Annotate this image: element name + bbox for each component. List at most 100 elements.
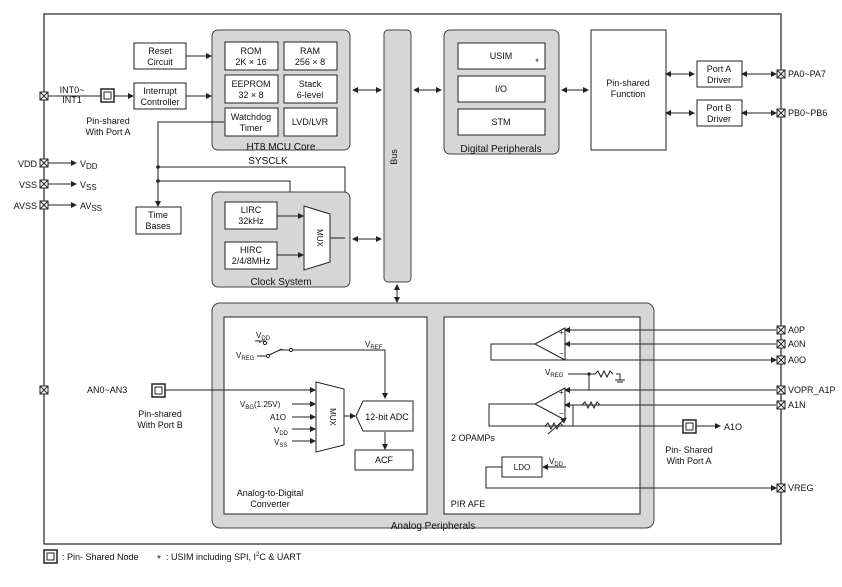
reset-label-1: Reset <box>148 46 172 56</box>
legend-usim-text: : USIM including SPI, I2C & UART <box>166 552 302 562</box>
vopr-a1p-pin-label: VOPR_A1P <box>788 385 836 395</box>
lvd-label: LVD/LVR <box>292 117 329 127</box>
svg-text:−: − <box>559 409 564 418</box>
vss-internal-label: VSS <box>80 180 97 192</box>
avss-internal-label: AVSS <box>80 201 102 213</box>
lirc-label: LIRC <box>241 205 262 215</box>
rom-label: ROM <box>241 46 262 56</box>
clock-mux-label: MUX <box>315 229 324 247</box>
adc-vdd-ref-label: VDD <box>256 331 271 342</box>
a1o-pin-note-2: With Port A <box>666 456 711 466</box>
port-b-label-1: Port B <box>706 103 731 113</box>
int-pin-shared-note-2: With Port A <box>85 127 130 137</box>
svg-text:−: − <box>559 349 564 358</box>
pin-shared-function-block <box>590 29 667 151</box>
chip-outline <box>43 13 782 545</box>
eeprom-label: EEPROM <box>231 79 270 89</box>
stack-label: Stack <box>299 79 322 89</box>
ldo-vdd-label: VDD <box>549 457 564 468</box>
int-pins-label-2: INT1 <box>62 95 82 105</box>
pb-pins-label: PB0~PB6 <box>788 108 827 118</box>
acf-label: ACF <box>375 455 394 465</box>
int-pin-shared-note-1: Pin-shared <box>86 116 130 126</box>
reset-circuit-block <box>133 42 187 70</box>
adc-12bit-block <box>355 400 414 432</box>
lirc-block <box>224 201 278 230</box>
interrupt-label-1: Interrupt <box>143 86 177 96</box>
ram-size: 256 × 8 <box>295 57 325 67</box>
usim-block <box>457 42 546 70</box>
reset-label-2: Circuit <box>147 57 173 67</box>
time-bases-label-2: Bases <box>145 221 171 231</box>
legend-star: * <box>157 554 161 565</box>
svg-text:+: + <box>559 388 564 397</box>
avss-pin-label: AVSS <box>14 201 37 211</box>
a0p-pin-label: A0P <box>788 325 805 335</box>
ldo-label: LDO <box>514 463 530 472</box>
mcu-core-title: HT8 MCU Core <box>247 142 316 153</box>
opamps-label: 2 OPAMPs <box>451 433 495 443</box>
port-a-driver-block <box>696 60 743 88</box>
psf-label-2: Function <box>611 89 646 99</box>
adc-a1o-label: A1O <box>270 413 286 422</box>
bus <box>383 29 412 283</box>
a0n-pin-label: A0N <box>788 339 806 349</box>
vreg-pin-label: VREG <box>788 483 814 493</box>
eeprom-block <box>224 74 279 104</box>
interrupt-label-2: Controller <box>140 97 179 107</box>
stack-block <box>283 74 338 104</box>
pa-pins-label: PA0~PA7 <box>788 69 826 79</box>
port-b-label-2: Driver <box>707 114 731 124</box>
acf-block <box>354 449 414 471</box>
vdd-pin-label: VDD <box>18 159 38 169</box>
port-b-driver-block <box>696 99 743 127</box>
ram-label: RAM <box>300 46 320 56</box>
adc-mux-label: MUX <box>328 408 337 426</box>
rom-block <box>224 41 279 71</box>
adc-12bit-label: 12-bit ADC <box>365 412 409 422</box>
adc-vreg-ref-label: VREG <box>236 351 255 362</box>
an-pin-shared-note-1: Pin-shared <box>138 409 182 419</box>
hirc-label: HIRC <box>240 245 262 255</box>
watchdog-block <box>224 107 279 137</box>
stm-label: STM <box>492 117 511 127</box>
int-pins-label-1: INT0~ <box>60 85 85 95</box>
an-pin-shared-note-2: With Port B <box>137 420 183 430</box>
psf-label-1: Pin-shared <box>606 78 650 88</box>
digital-peripherals-title: Digital Peripherals <box>460 144 541 155</box>
io-label: I/O <box>495 84 507 94</box>
adc-vss-label: VSS <box>274 438 287 449</box>
clock-mux <box>303 205 331 271</box>
time-bases-block <box>135 206 182 235</box>
sysclk-label: SYSCLK <box>248 156 288 167</box>
stack-size: 6-level <box>297 90 324 100</box>
adc-vbg-label: VBG(1.25V) <box>240 400 281 411</box>
clock-system-title: Clock System <box>250 277 311 288</box>
bus-label: Bus <box>389 149 399 165</box>
lvd-block <box>283 107 338 137</box>
analog-peripherals-title: Analog Peripherals <box>391 521 476 532</box>
vss-pin-label: VSS <box>19 180 37 190</box>
a1o-pin-note-1: Pin- Shared <box>665 445 713 455</box>
watchdog-label-2: Timer <box>240 123 263 133</box>
interrupt-controller-block <box>133 82 187 110</box>
time-bases-label-1: Time <box>148 210 168 220</box>
usim-star: * <box>535 57 539 67</box>
watchdog-label-1: Watchdog <box>231 112 271 122</box>
adc-vdd-label: VDD <box>274 426 289 437</box>
port-a-label-2: Driver <box>707 75 731 85</box>
svg-text:+: + <box>559 328 564 337</box>
adc-input-mux <box>315 381 345 453</box>
port-a-label-1: Port A <box>707 64 732 74</box>
pir-afe-title: PIR AFE <box>451 499 486 509</box>
a1o-pin-label: A1O <box>724 422 742 432</box>
adc-title-2: Converter <box>250 499 290 509</box>
vdd-internal-label: VDD <box>80 159 98 171</box>
hirc-freq: 2/4/8MHz <box>232 256 271 266</box>
io-block <box>457 75 546 103</box>
eeprom-size: 32 × 8 <box>238 90 263 100</box>
legend-node-text: : Pin- Shared Node <box>62 552 139 562</box>
a0o-pin-label: A0O <box>788 355 806 365</box>
adc-title-1: Analog-to-Digital <box>237 488 304 498</box>
